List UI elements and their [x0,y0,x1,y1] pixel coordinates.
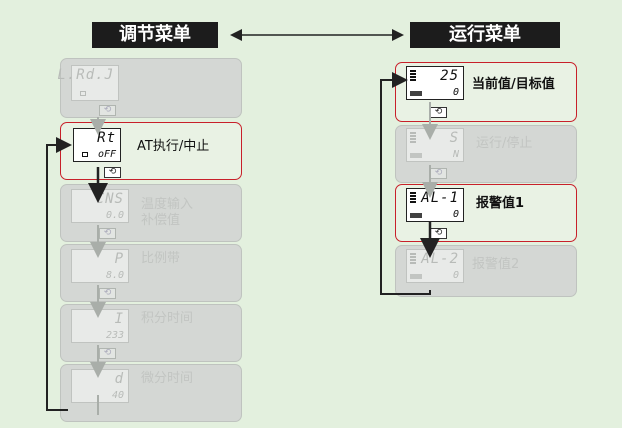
cycle-key-icon: ⟲ [99,105,116,116]
item-label: 微分时间 [141,371,194,386]
run-item-run-stop[interactable]: S N ⟲ 运行/停止 [395,125,577,183]
lcd-value: 0 [452,270,459,281]
cycle-key-icon: ⟲ [99,228,116,239]
lcd-code: d [114,371,124,387]
cycle-key-icon: ⟲ [99,348,116,359]
lcd-value: N [452,149,459,160]
lcd-code: S [449,130,459,146]
run-loop-line [380,72,431,295]
lcd-code: 25 [440,68,459,84]
item-label: 比例带 [141,251,181,266]
lcd-value: 0 [452,209,459,220]
cycle-key-icon: ⟲ [99,288,116,299]
item-label: 报警值1 [476,196,525,211]
cycle-key-icon: ⟲ [104,167,121,178]
item-label-line2: 补偿值 [141,213,181,228]
item-label: 温度输入 [141,197,194,212]
item-label: 积分时间 [141,311,194,326]
lcd-display: CNS 0.0 [71,189,129,223]
item-label: 运行/停止 [476,136,533,151]
adjust-item-l-adj[interactable]: L.Rd.J ⟲ [57,58,242,118]
lcd-value: 0.0 [105,210,124,221]
run-item-pv-sv[interactable]: 25 0 ⟲ 当前值/目标值 [395,62,577,122]
lcd-code: I [114,311,124,327]
lcd-code: P [114,251,124,267]
lcd-value: 233 [105,330,124,341]
lcd-display: L.Rd.J [57,65,119,101]
adjust-item-integral[interactable]: I 233 ⟲ 积分时间 [60,304,242,362]
lcd-code: L.Rd.J [57,67,114,83]
item-label: 当前值/目标值 [472,77,555,92]
adjust-menu-header: 调节菜单 [92,22,218,48]
lcd-value: 40 [111,390,124,401]
lcd-value: oFF [97,149,116,160]
lcd-display: 25 0 [406,66,464,100]
adjust-loop-line [46,137,72,411]
item-label: AT执行/中止 [137,139,210,154]
item-label: 报警值2 [472,257,520,272]
run-menu-header: 运行菜单 [410,22,560,48]
lcd-value: 0 [452,87,459,98]
lcd-value: 8.0 [105,270,124,281]
